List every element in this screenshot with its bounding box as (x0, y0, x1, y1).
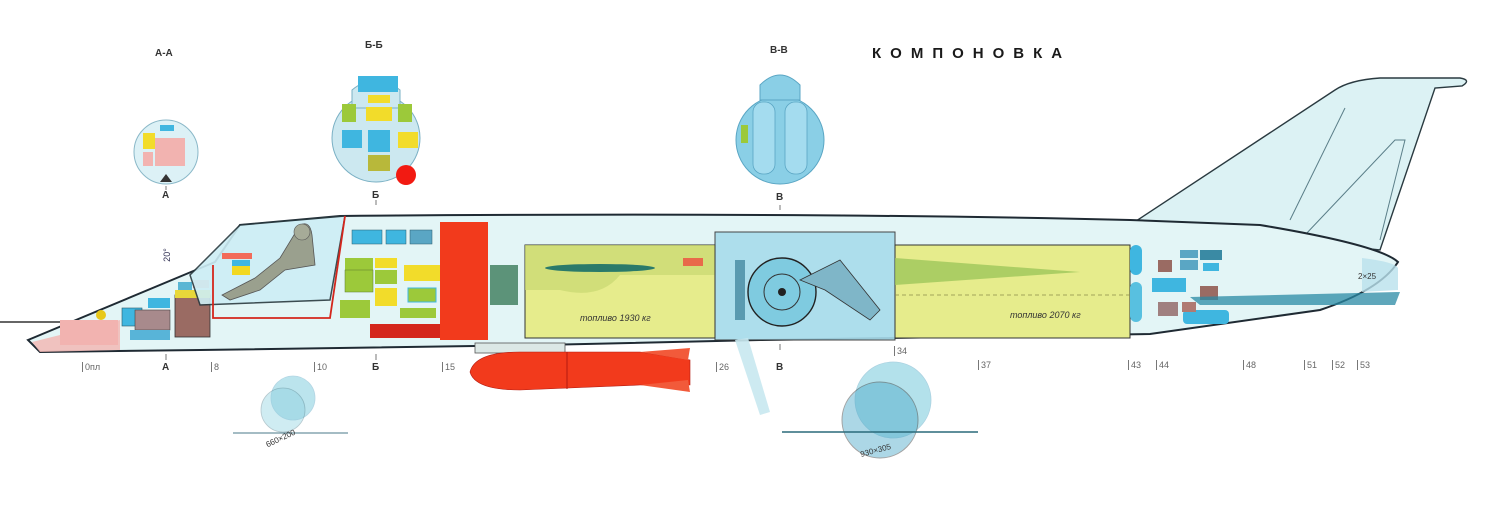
station-label: 10 (314, 362, 327, 372)
station-label: 43 (1128, 360, 1141, 370)
station-label: 51 (1304, 360, 1317, 370)
section-marker-b: Б (372, 362, 380, 373)
station-label: 44 (1156, 360, 1169, 370)
diagram-title: КОМПОНОВКА (872, 45, 1072, 62)
engine-nozzle (1190, 292, 1400, 305)
station-label: 48 (1243, 360, 1256, 370)
weapons-bay (440, 222, 488, 340)
station-label: 15 (442, 362, 455, 372)
section-marker-a-top: А (162, 190, 170, 201)
section-title-v-v: В-В (770, 45, 788, 56)
fuel-front-label: топливо 1930 кг (580, 313, 651, 323)
gear-leg-extended (735, 338, 770, 415)
canopy-angle-label: 20° (161, 248, 172, 262)
station-label: 52 (1332, 360, 1345, 370)
section-marker-b-top: Б (372, 190, 380, 201)
station-label: 26 (716, 362, 729, 372)
rudder (1304, 139, 1406, 241)
missile-internal-1 (545, 264, 655, 272)
section-marker-a: А (162, 362, 170, 373)
cockpit-frame (212, 215, 346, 319)
vertical-tail (1127, 77, 1468, 251)
pylon (474, 342, 566, 354)
section-marker-v-top: В (776, 192, 784, 203)
station-label: 37 (978, 360, 991, 370)
station-label: 0пл (82, 362, 100, 372)
section-title-b-b: Б-Б (365, 40, 383, 51)
section-title-a-a: А-А (155, 48, 173, 59)
bomb (469, 351, 691, 391)
section-marker-v: В (776, 362, 784, 373)
nose-wheel-diagram (233, 375, 348, 434)
main-wheel-diagram (782, 361, 978, 459)
fuel-rear-label: топливо 2070 кг (1010, 310, 1081, 320)
cross-section-v-v (735, 74, 825, 185)
gear-strut (799, 259, 881, 321)
fuel-tank-rear (894, 244, 1131, 339)
instrument-panel (222, 253, 252, 259)
engine-label: 2×25 (1358, 272, 1377, 281)
pilot-figure (221, 223, 316, 301)
gun-bay (370, 324, 440, 338)
station-label: 53 (1357, 360, 1370, 370)
station-label: 8 (211, 362, 219, 372)
nose-light (96, 310, 106, 320)
cross-section-a-a (133, 119, 199, 185)
nose-avionics (60, 320, 118, 345)
station-label: 34 (894, 346, 907, 356)
cross-section-b-b (331, 76, 421, 185)
